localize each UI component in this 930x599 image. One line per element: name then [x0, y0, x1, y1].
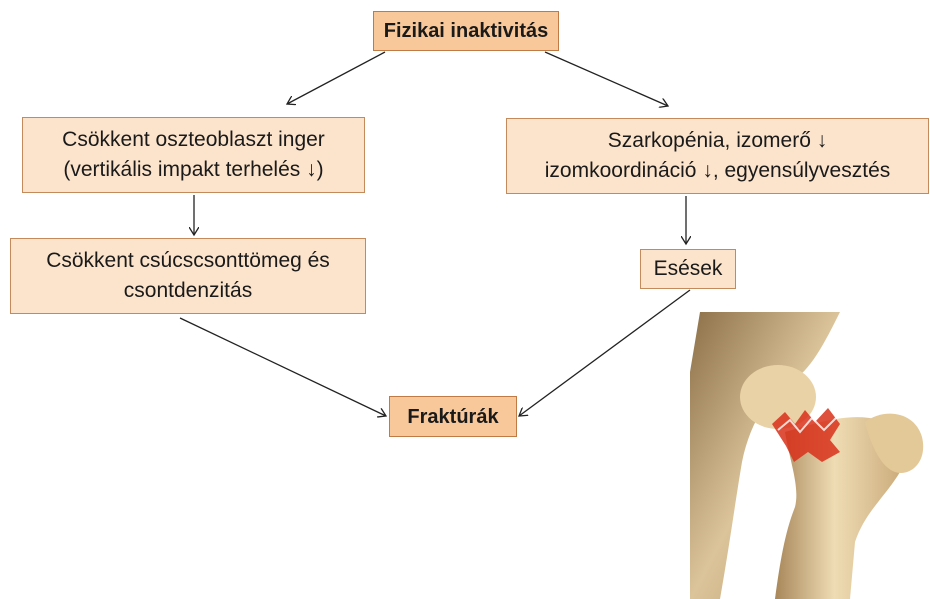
node-reduced-bone-mass: Csökkent csúcscsonttömeg és csontdenzitá…: [10, 238, 366, 314]
arrow-inactivity-to-sarcopenia: [545, 52, 668, 106]
node-bonemass-line-2: csontdenzitás: [124, 276, 252, 306]
node-physical-inactivity-label: Fizikai inaktivitás: [384, 16, 549, 46]
hip-fracture-illustration: [690, 312, 930, 599]
node-fractures-label: Fraktúrák: [407, 402, 498, 432]
node-fractures: Fraktúrák: [389, 396, 517, 437]
node-bonemass-line-1: Csökkent csúcscsonttömeg és: [46, 246, 330, 276]
node-falls: Esések: [640, 249, 736, 289]
arrow-inactivity-to-osteoblast: [287, 52, 385, 104]
node-sarcopenia-line-2: izomkoordináció ↓, egyensúlyvesztés: [545, 156, 891, 186]
arrow-bonemass-to-fractures: [180, 318, 386, 416]
node-sarcopenia-line-1: Szarkopénia, izomerő ↓: [608, 126, 827, 156]
node-physical-inactivity: Fizikai inaktivitás: [373, 11, 559, 51]
node-sarcopenia: Szarkopénia, izomerő ↓ izomkoordináció ↓…: [506, 118, 929, 194]
node-osteoblast-line-1: Csökkent oszteoblaszt inger: [62, 125, 325, 155]
node-osteoblast-line-2: (vertikális impakt terhelés ↓): [63, 155, 323, 185]
node-falls-label: Esések: [654, 254, 723, 284]
arrow-falls-to-fractures: [519, 290, 690, 416]
node-reduced-osteoblast-stimulus: Csökkent oszteoblaszt inger (vertikális …: [22, 117, 365, 193]
